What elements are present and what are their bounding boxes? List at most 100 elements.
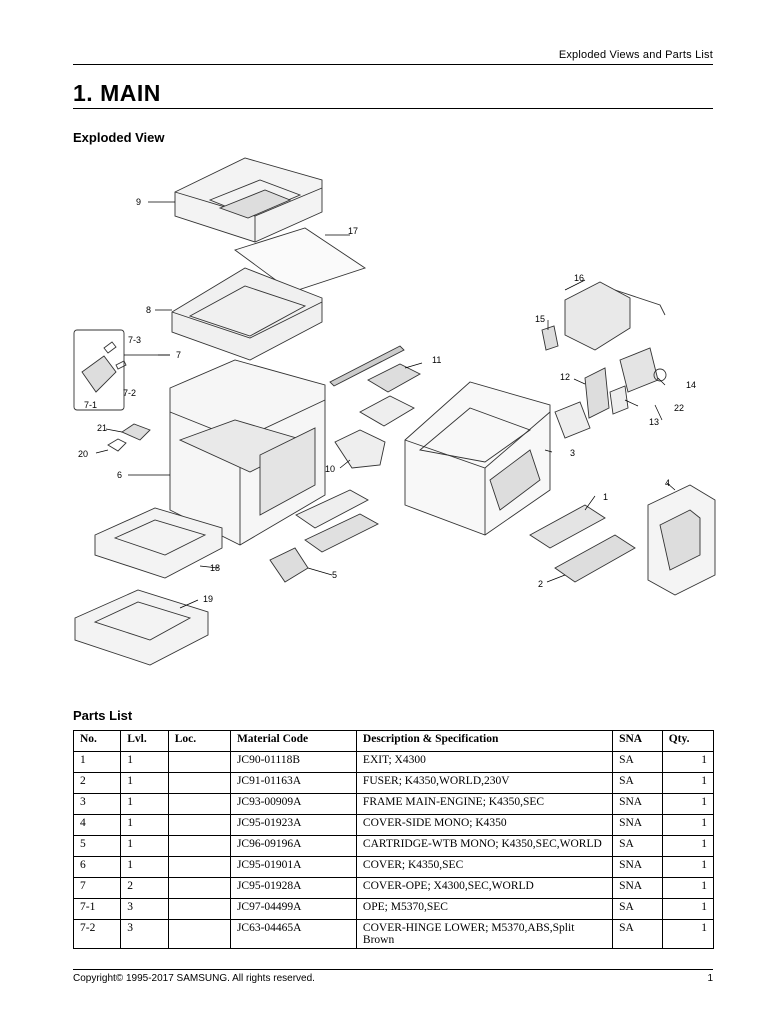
callout-9: 9	[136, 197, 141, 207]
cell-qty: 1	[661, 814, 715, 836]
col-header-sna: SNA	[612, 730, 663, 752]
part-18-tray	[94, 507, 223, 579]
cell-lvl: 3	[120, 919, 169, 949]
cell-no: 1	[72, 751, 122, 773]
cell-no: 4	[72, 814, 122, 836]
callout-6: 6	[117, 470, 122, 480]
callout-7-2: 7-2	[123, 388, 136, 398]
callout-20: 20	[78, 449, 88, 459]
callout-21: 21	[97, 423, 107, 433]
col-header-loc: Loc.	[167, 730, 231, 752]
callout-5: 5	[332, 570, 337, 580]
part-5-cartridge	[295, 489, 369, 529]
running-header: Exploded Views and Parts List	[558, 49, 713, 61]
cell-sna: SA	[612, 919, 663, 949]
exploded-view-diagram: 9 17 16 8 15 7-3 7 11 14 7-1 7-2 12 22 1…	[73, 157, 716, 666]
part-9-document-feeder	[174, 157, 323, 243]
cell-lvl: 1	[120, 856, 169, 878]
part-19-tray	[74, 589, 209, 666]
cell-sna: SNA	[612, 877, 663, 899]
cell-description: COVER-SIDE MONO; K4350	[355, 814, 614, 836]
cell-sna: SA	[612, 772, 663, 794]
part-12	[584, 367, 610, 419]
cell-material-code: JC95-01901A	[229, 856, 357, 878]
cell-description: OPE; M5370,SEC	[355, 898, 614, 920]
part-6-main-body	[169, 359, 326, 546]
part-20	[107, 438, 127, 452]
callout-7: 7	[176, 350, 181, 360]
cell-material-code: JC95-01923A	[229, 814, 357, 836]
part-2-fuser	[554, 534, 636, 583]
cell-material-code: JC96-09196A	[229, 835, 357, 857]
part-16-board	[564, 281, 631, 351]
callout-13: 13	[649, 417, 659, 427]
callout-1: 1	[603, 492, 608, 502]
cell-description: COVER; K4350,SEC	[355, 856, 614, 878]
part-8-scanner-frame	[171, 267, 323, 361]
callout-3: 3	[570, 448, 575, 458]
callout-14: 14	[686, 380, 696, 390]
cell-loc	[167, 835, 231, 857]
cell-sna: SA	[612, 898, 663, 920]
cell-material-code: JC93-00909A	[229, 793, 357, 815]
cell-lvl: 1	[120, 814, 169, 836]
exploded-view-heading: Exploded View	[73, 130, 165, 145]
part-1-exit	[529, 504, 606, 549]
callout-7-3: 7-3	[128, 335, 141, 345]
callout-10: 10	[325, 464, 335, 474]
callout-16: 16	[574, 273, 584, 283]
callout-11: 11	[432, 355, 441, 365]
footer-rule	[73, 969, 713, 970]
cell-loc	[167, 793, 231, 815]
cell-description: COVER-HINGE LOWER; M5370,ABS,Split Brown	[355, 919, 614, 949]
cell-sna: SA	[612, 751, 663, 773]
part-21	[121, 423, 151, 441]
callout-8: 8	[146, 305, 151, 315]
cell-lvl: 1	[120, 751, 169, 773]
cell-no: 6	[72, 856, 122, 878]
header-rule	[73, 64, 713, 65]
cell-sna: SA	[612, 835, 663, 857]
cell-material-code: JC63-04465A	[229, 919, 357, 949]
col-header-description: Description & Specification	[355, 730, 614, 752]
cell-material-code: JC90-01118B	[229, 751, 357, 773]
cell-loc	[167, 751, 231, 773]
callout-22: 22	[674, 403, 684, 413]
cell-no: 7-1	[72, 898, 122, 920]
cell-loc	[167, 919, 231, 949]
page-number: 1	[707, 973, 713, 984]
cell-qty: 1	[661, 772, 715, 794]
col-header-material-code: Material Code	[229, 730, 357, 752]
cell-qty: 1	[661, 835, 715, 857]
cell-lvl: 1	[120, 772, 169, 794]
page-title: 1. MAIN	[73, 80, 161, 106]
cell-description: FUSER; K4350,WORLD,230V	[355, 772, 614, 794]
cell-lvl: 3	[120, 898, 169, 920]
part-10-bracket	[334, 429, 386, 469]
part-11-bar	[329, 345, 405, 387]
cell-qty: 1	[661, 877, 715, 899]
cell-no: 7	[72, 877, 122, 899]
callout-17: 17	[348, 226, 358, 236]
cell-description: EXIT; X4300	[355, 751, 614, 773]
callout-12: 12	[560, 372, 570, 382]
cell-qty: 1	[661, 856, 715, 878]
cell-qty: 1	[661, 919, 715, 949]
part-16-cable	[614, 289, 666, 316]
cell-no: 5	[72, 835, 122, 857]
part-3-engine-frame	[404, 381, 551, 536]
part-13	[609, 385, 629, 415]
cell-lvl: 1	[120, 835, 169, 857]
cell-sna: SNA	[612, 856, 663, 878]
part-22	[619, 347, 659, 393]
part-7-operation-panel	[73, 329, 127, 411]
cell-loc	[167, 814, 231, 836]
cell-no: 2	[72, 772, 122, 794]
cell-description: CARTRIDGE-WTB MONO; K4350,SEC,WORLD	[355, 835, 614, 857]
